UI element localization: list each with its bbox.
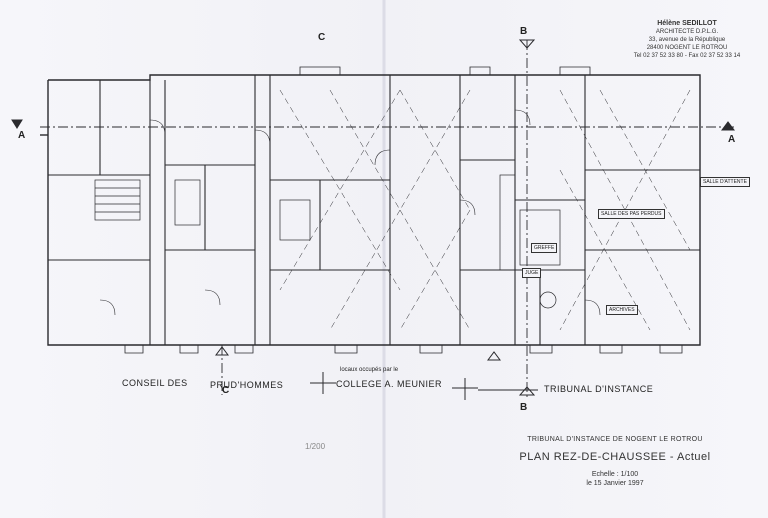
zone-note-college: locaux occupés par le (340, 367, 399, 373)
section-mark-c-top: C (318, 32, 326, 43)
section-lines (40, 40, 735, 400)
architect-street: 33, avenue de la République (648, 37, 726, 43)
architect-name: Hélène SEDILLOT (657, 20, 717, 27)
hall-diagonals (279, 89, 691, 331)
architect-city: 28400 NOGENT LE ROTROU (646, 45, 728, 51)
room-label-salle-attente: SALLE D'ATTENTE (700, 177, 750, 187)
stair-details (94, 174, 561, 309)
zone-label-prudhommes: PRUD'HOMMES (210, 380, 284, 390)
zone-label-conseil: CONSEIL DES (122, 378, 188, 388)
section-mark-b-top: B (520, 26, 528, 37)
architect-phone: Tel 02 37 52 33 80 - Fax 02 37 52 33 14 (633, 53, 741, 59)
title-line-1: TRIBUNAL D'INSTANCE DE NOGENT LE ROTROU (527, 436, 703, 443)
facade-windows (124, 66, 683, 354)
title-block: TRIBUNAL D'INSTANCE DE NOGENT LE ROTROU … (510, 436, 720, 487)
section-arrows (11, 39, 735, 396)
architect-stamp: Hélène SEDILLOT ARCHITECTE D.P.L.G. 33, … (612, 20, 762, 60)
title-line-4: le 15 Janvier 1997 (586, 480, 644, 487)
section-mark-c-bottom: C (222, 385, 230, 396)
zone-label-college: COLLEGE A. MEUNIER (336, 379, 443, 389)
section-mark-a-right: A (728, 134, 736, 145)
architect-role: ARCHITECTE D.P.L.G. (655, 29, 719, 35)
section-mark-b-bottom: B (520, 402, 528, 413)
room-label-greffe: GREFFE (531, 243, 558, 253)
room-label-pas-perdus: SALLE DES PAS PERDUS (598, 209, 665, 219)
section-mark-a-left: A (18, 130, 26, 141)
door-swings (99, 109, 601, 316)
title-line-2: PLAN REZ-DE-CHAUSSEE - Actuel (519, 451, 711, 463)
room-label-archives: ARCHIVES (606, 305, 638, 315)
interior-walls (48, 75, 700, 345)
room-label-juge: JUGE (522, 268, 542, 278)
title-line-3: Echelle : 1/100 (591, 471, 639, 478)
zone-label-tribunal: TRIBUNAL D'INSTANCE (544, 384, 654, 394)
pencil-note: 1/200 (305, 442, 326, 451)
zone-dividers (310, 372, 538, 400)
